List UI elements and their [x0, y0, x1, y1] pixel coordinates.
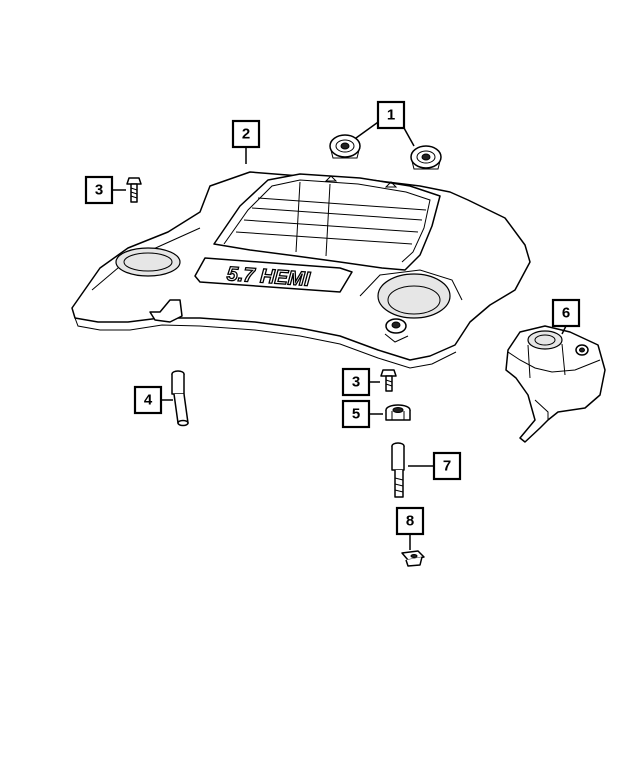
callout-1: 1 [376, 100, 406, 130]
callout-8: 8 [395, 506, 425, 536]
clip-nut [401, 550, 425, 567]
stud-short [391, 442, 405, 498]
callout-6: 6 [551, 298, 581, 328]
bolt-upper [126, 177, 142, 203]
callout-3a-label: 3 [95, 182, 103, 199]
callout-4-label: 4 [144, 392, 153, 409]
leader-lines [112, 119, 567, 550]
callout-3b: 3 [341, 367, 371, 397]
stud-long [171, 370, 189, 427]
grommet-right [410, 145, 442, 170]
callout-2: 2 [231, 119, 261, 149]
isolator-nut [385, 404, 411, 421]
callout-2-label: 2 [242, 126, 250, 143]
callout-8-label: 8 [406, 513, 414, 530]
callout-1-label: 1 [387, 107, 395, 124]
bolt-middle [380, 369, 397, 392]
callout-4: 4 [133, 385, 163, 415]
callout-7-label: 7 [443, 458, 451, 475]
callout-3a: 3 [84, 175, 114, 205]
grommet-left [329, 134, 361, 159]
callout-3b-label: 3 [352, 374, 360, 391]
callout-7: 7 [432, 451, 462, 481]
callout-5-label: 5 [352, 406, 360, 423]
callout-5: 5 [341, 399, 371, 429]
engine-cover: 5.7 HEMI [71, 171, 531, 369]
callout-6-label: 6 [562, 305, 570, 322]
shield-bracket [505, 325, 606, 443]
